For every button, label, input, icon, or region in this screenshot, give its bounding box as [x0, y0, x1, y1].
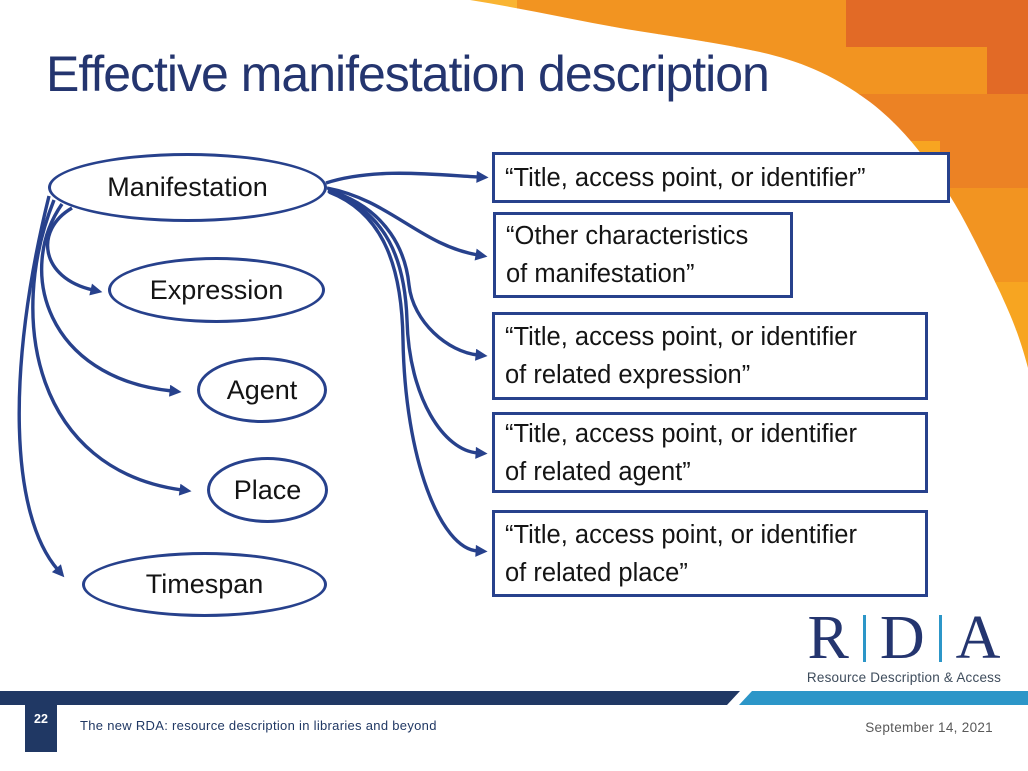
footer-bar-dark: [0, 691, 740, 705]
entity-oval-place: Place: [207, 457, 328, 523]
footer-text: The new RDA: resource description in lib…: [80, 718, 437, 733]
attribute-box-related-agent: “Title, access point, or identifier of r…: [492, 412, 928, 493]
entity-oval-agent: Agent: [197, 357, 327, 423]
rda-letter-a: A: [955, 604, 1001, 672]
attribute-text: “Title, access point, or identifier: [505, 520, 857, 549]
rda-letter-d: D: [879, 604, 925, 672]
slide-number: 22: [34, 712, 48, 726]
footer-bar-light: [739, 691, 1028, 705]
rda-separator-bar: [862, 614, 866, 662]
page-title: Effective manifestation description: [46, 46, 770, 102]
attribute-box-other-characteristics: “Other characteristics of manifestation”: [493, 212, 793, 298]
rda-logo-letters: R D A: [802, 604, 1006, 672]
attribute-text: “Title, access point, or identifier”: [505, 163, 866, 192]
attribute-box-related-expression: “Title, access point, or identifier of r…: [492, 312, 928, 400]
rda-tagline: Resource Description & Access: [806, 670, 1002, 685]
entity-label-timespan: Timespan: [145, 569, 264, 599]
attribute-text: of related place”: [505, 558, 688, 587]
entity-label-place: Place: [233, 474, 302, 505]
entity-oval-expression: Expression: [108, 257, 325, 323]
entity-oval-timespan: Timespan: [82, 552, 327, 617]
entity-label-expression: Expression: [149, 274, 284, 305]
attribute-text: of related expression”: [505, 361, 751, 389]
footer-date: September 14, 2021: [865, 720, 993, 735]
attribute-text: “Title, access point, or identifier: [505, 323, 857, 351]
entity-label-agent: Agent: [226, 374, 298, 405]
slide-number-tab: 22: [25, 691, 57, 752]
attribute-box-related-place: “Title, access point, or identifier of r…: [492, 510, 928, 597]
entity-oval-manifestation: Manifestation: [48, 153, 327, 222]
attribute-text: of manifestation”: [506, 260, 695, 288]
rda-letter-r: R: [807, 604, 849, 672]
attribute-text: “Title, access point, or identifier: [505, 419, 857, 448]
attribute-box-title-access-point: “Title, access point, or identifier”: [492, 152, 950, 203]
attribute-text: of related agent”: [505, 457, 691, 486]
rda-separator-bar: [938, 614, 942, 662]
rda-logo: R D A Resource Description & Access: [802, 604, 1006, 685]
attribute-text: “Other characteristics: [506, 222, 749, 250]
entity-label-manifestation: Manifestation: [107, 172, 268, 202]
